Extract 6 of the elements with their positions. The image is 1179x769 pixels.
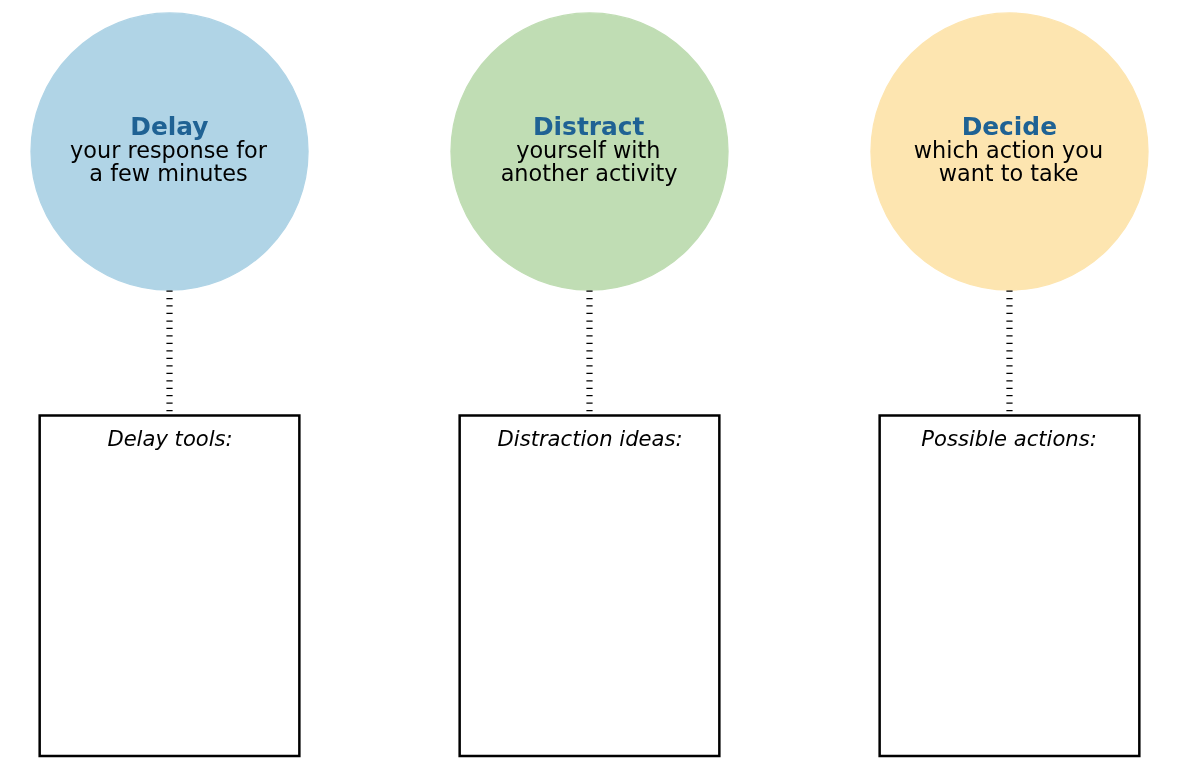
node-circle: Delay your response for a few minutes — [30, 12, 309, 291]
node-box: Distraction ideas: — [458, 414, 721, 758]
node-circle: Distract yourself with another activity — [450, 12, 729, 291]
node-circle: Decide which action you want to take — [870, 12, 1149, 291]
node-box: Possible actions: — [878, 414, 1141, 758]
node-box: Delay tools: — [38, 414, 301, 758]
